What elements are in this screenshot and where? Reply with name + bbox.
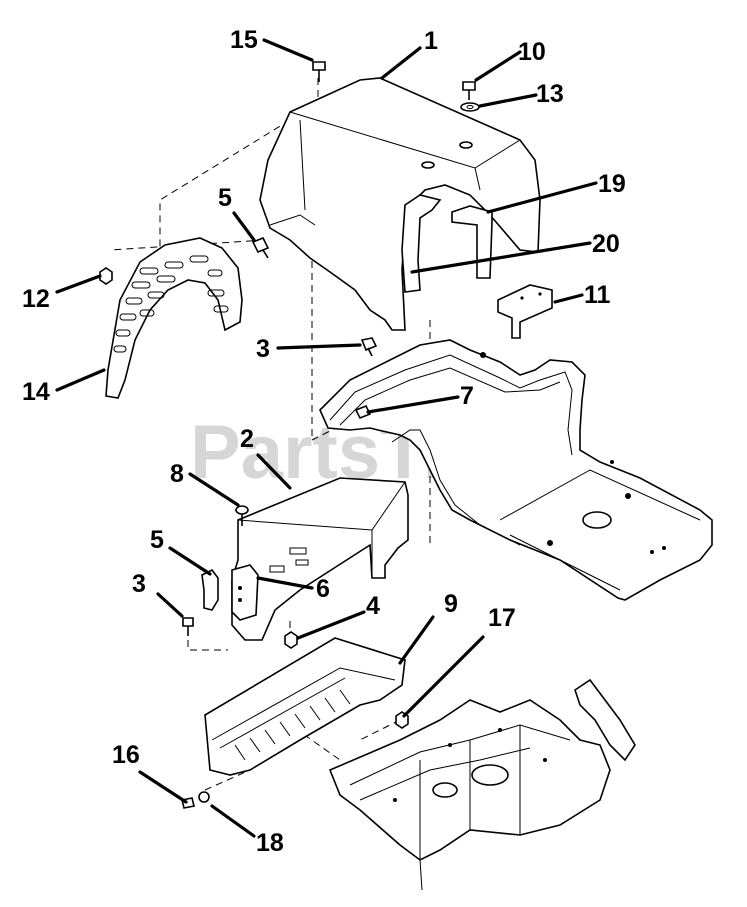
grille-part-14 (105, 237, 243, 399)
clip-part-5-lower (201, 568, 219, 611)
callout-20: 20 (592, 230, 620, 258)
callout-12: 12 (22, 285, 50, 313)
callout-19: 19 (598, 170, 626, 198)
plate-part-11 (497, 284, 553, 339)
callout-4: 4 (366, 592, 380, 620)
callout-labels: 1 15 10 13 19 20 11 5 12 14 3 7 2 8 5 6 … (22, 26, 626, 857)
callout-16: 16 (112, 741, 140, 769)
seal-strip-part-20 (401, 194, 442, 293)
callout-7: 7 (460, 382, 474, 410)
callout-13: 13 (536, 80, 564, 108)
callout-3-lower: 3 (132, 570, 146, 598)
hood-part-1 (259, 77, 541, 331)
callout-6: 6 (316, 575, 330, 603)
dash-panel-part-2 (231, 477, 409, 641)
callout-11: 11 (584, 281, 611, 309)
leader-lines (55, 38, 598, 838)
callout-2: 2 (240, 425, 254, 453)
callout-8: 8 (170, 460, 184, 488)
floor-pan-part-9 (204, 637, 406, 776)
hardware-fasteners (99, 61, 480, 809)
lower-mechanism (328, 678, 636, 891)
callout-17: 17 (488, 604, 516, 632)
callout-5-upper: 5 (218, 184, 232, 212)
callout-15: 15 (230, 26, 258, 54)
callout-1: 1 (424, 27, 438, 55)
callout-3-upper: 3 (256, 335, 270, 363)
bracket-part-19 (451, 205, 493, 279)
callout-5-lower: 5 (150, 526, 164, 554)
callout-9: 9 (444, 590, 458, 618)
callout-10: 10 (518, 38, 546, 66)
bracket-part-6 (231, 564, 259, 621)
callout-14: 14 (22, 378, 50, 406)
callout-18: 18 (256, 829, 284, 857)
